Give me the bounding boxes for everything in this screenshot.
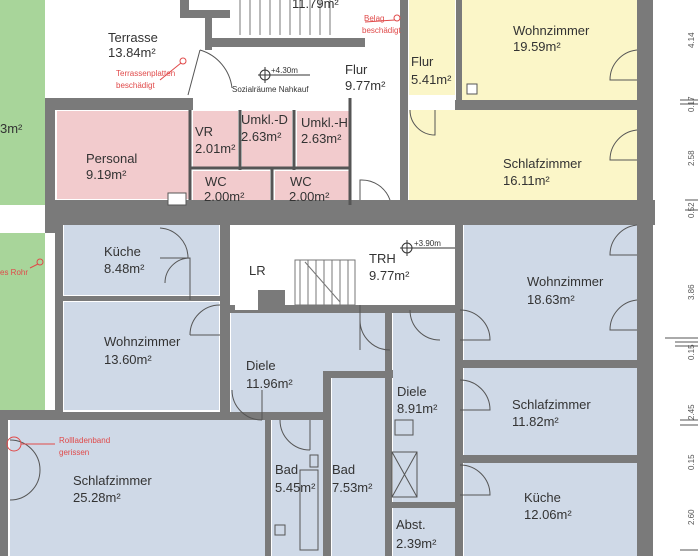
room-name: Schlafzimmer: [503, 156, 582, 171]
room-area: 9.77m²: [369, 268, 410, 283]
svg-text:0.52: 0.52: [687, 202, 696, 218]
room-area: 11.96m²: [246, 376, 293, 391]
room-area: 9.19m²: [86, 167, 127, 182]
svg-text:Rollladenband: Rollladenband: [59, 436, 110, 445]
room-name: LR: [249, 263, 266, 278]
room-area: 3m²: [0, 121, 23, 136]
room-name: Bad: [275, 462, 298, 477]
room-area: 2.00m²: [204, 189, 245, 204]
room-name: Wohnzimmer: [104, 334, 181, 349]
room-labels: 11.79m² Terrasse 13.84m² Flur 9.77m² Per…: [0, 0, 604, 551]
room-name: TRH: [369, 251, 396, 266]
area-label: Sozialräume Nahkauf: [232, 85, 309, 94]
room-name: Küche: [104, 244, 141, 259]
room-area: 16.11m²: [503, 173, 550, 188]
annotation-pin-icon: [6, 14, 401, 452]
room-area: 18.63m²: [527, 292, 575, 307]
svg-text:0.15: 0.15: [687, 344, 696, 360]
room-area: 9.77m²: [345, 78, 386, 93]
room-area: 5.45m²: [275, 480, 316, 495]
svg-text:3.86: 3.86: [687, 284, 696, 300]
room-name: Flur: [411, 54, 434, 69]
room-area: 2.63m²: [241, 129, 282, 144]
walls: [0, 0, 655, 556]
room-name: Flur: [345, 62, 368, 77]
room-area: 7.53m²: [332, 480, 373, 495]
room-name: Terrasse: [108, 30, 158, 45]
room-area: 19.59m²: [513, 39, 561, 54]
svg-text:2.60: 2.60: [687, 509, 696, 525]
room-area: 5.41m²: [411, 72, 452, 87]
svg-text:2.58: 2.58: [687, 150, 696, 166]
room-name: Wohnzimmer: [527, 274, 604, 289]
room-name: Küche: [524, 490, 561, 505]
room-name: Diele: [397, 384, 427, 399]
svg-text:0.17: 0.17: [687, 96, 696, 112]
room-area: 2.39m²: [396, 536, 437, 551]
room-area: 11.82m²: [512, 414, 559, 429]
room-name: Umkl.-D: [241, 112, 288, 127]
room-area: 2.00m²: [289, 189, 330, 204]
room-name: Abst.: [396, 517, 426, 532]
level-marker-icon: [258, 67, 455, 256]
room-area: 12.06m²: [524, 507, 572, 522]
room-name: Personal: [86, 151, 137, 166]
door-swings: [9, 49, 638, 501]
svg-text:0.15: 0.15: [687, 454, 696, 470]
room-area: 13.84m²: [108, 45, 156, 60]
room-area: 11.79m²: [292, 0, 339, 11]
level-label: +3.90m: [414, 239, 441, 248]
level-label: +4.30m: [271, 66, 298, 75]
room-area: 25.28m²: [73, 490, 121, 505]
dimension-labels: 4.14 0.17 2.58 0.52 3.86 0.15 2.45 0.15 …: [687, 32, 696, 525]
room-area: 8.48m²: [104, 261, 145, 276]
staircase-icon: [239, 0, 356, 306]
svg-text:Belag: Belag: [364, 14, 384, 23]
room-name: WC: [290, 174, 312, 189]
dimension-ticks: [665, 99, 698, 551]
svg-text:es Rohr: es Rohr: [0, 268, 28, 277]
sanitary-fixtures: [274, 419, 418, 551]
svg-text:Terrassenplatten: Terrassenplatten: [116, 69, 175, 78]
room-name: VR: [195, 124, 213, 139]
room-name: Schlafzimmer: [73, 473, 152, 488]
svg-text:beschädigt: beschädigt: [362, 26, 401, 35]
room-area: 8.91m²: [397, 401, 438, 416]
svg-text:beschädigt: beschädigt: [116, 81, 155, 90]
office-rooms: [57, 111, 349, 200]
apartments-bottom: [10, 225, 637, 556]
green-area-top: [0, 0, 45, 205]
room-name: Schlafzimmer: [512, 397, 591, 412]
room-name: Diele: [246, 358, 276, 373]
svg-text:4.14: 4.14: [687, 32, 696, 48]
apartment-top: [409, 0, 637, 200]
room-area: 2.01m²: [195, 141, 236, 156]
damage-annotations: Belag beschädigt Terrassenplatten beschä…: [0, 14, 401, 457]
room-name: WC: [205, 174, 227, 189]
svg-text:gerissen: gerissen: [59, 448, 89, 457]
svg-text:2.45: 2.45: [687, 404, 696, 420]
room-name: Wohnzimmer: [513, 23, 590, 38]
room-area: 13.60m²: [104, 352, 152, 367]
room-area: 2.63m²: [301, 131, 342, 146]
room-name: Bad: [332, 462, 355, 477]
room-name: Umkl.-H: [301, 115, 348, 130]
